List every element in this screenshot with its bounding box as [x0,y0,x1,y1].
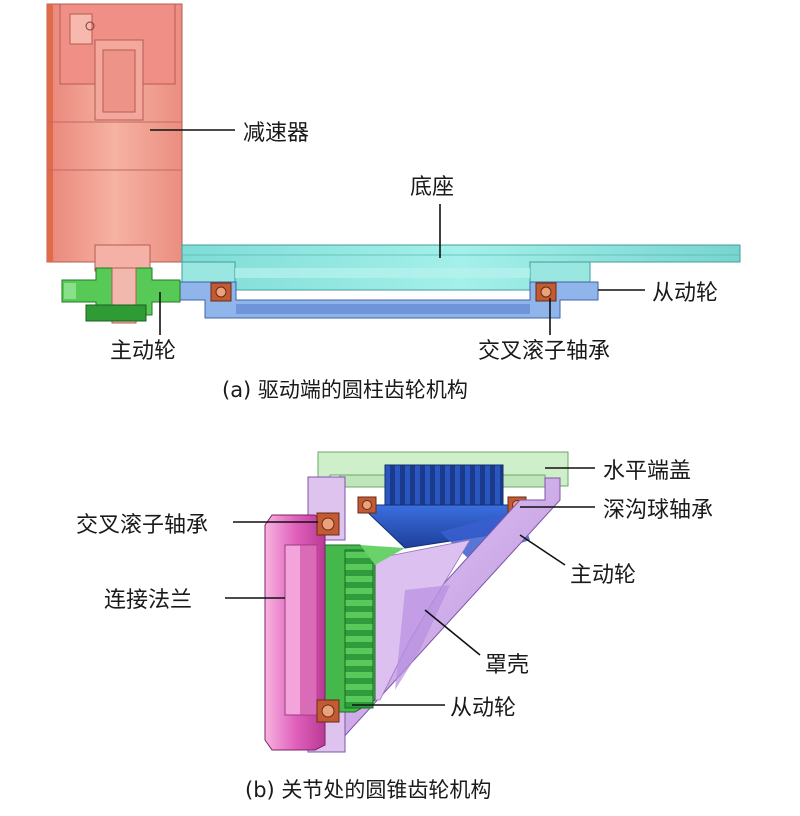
crossed-roller-bearing-b [316,512,340,723]
label-reducer: 减速器 [243,121,309,146]
label-deep-groove-ball-bearing: 深沟球轴承 [603,498,713,523]
label-driven-gear-b: 从动轮 [450,696,516,721]
label-crossed-roller-bearing-a: 交叉滚子轴承 [478,339,610,364]
driving-gear-a [61,267,181,324]
label-connecting-flange: 连接法兰 [104,588,192,613]
label-horizontal-end-cover: 水平端盖 [603,459,691,484]
driven-gear-ring [179,281,599,319]
crossed-roller-bearing-a [210,282,557,302]
reducer-part [46,3,183,272]
label-driving-gear-a: 主动轮 [110,339,176,364]
caption-a: (a) 驱动端的圆柱齿轮机构 [222,378,468,402]
driving-gear-leader-b [519,534,566,566]
label-crossed-roller-bearing-b: 交叉滚子轴承 [76,513,208,538]
figure-a-drawing: 减速器 底座 从动轮 交叉滚子轴承 主动轮 (a) 驱动端的圆柱齿轮机构 [46,3,741,402]
figure-b-drawing: 水平端盖 深沟球轴承 交叉滚子轴承 主动轮 连接法兰 罩壳 从动轮 (b) 关节… [76,451,713,802]
housing-leader [424,609,481,656]
caption-b: (b) 关节处的圆锥齿轮机构 [245,778,491,802]
label-driving-gear-b: 主动轮 [570,563,636,588]
label-driven-gear-a: 从动轮 [652,281,718,306]
label-housing: 罩壳 [485,653,529,678]
bevel-driven-gear [324,544,405,713]
connecting-flange-part [264,514,326,751]
label-base: 底座 [410,175,454,200]
